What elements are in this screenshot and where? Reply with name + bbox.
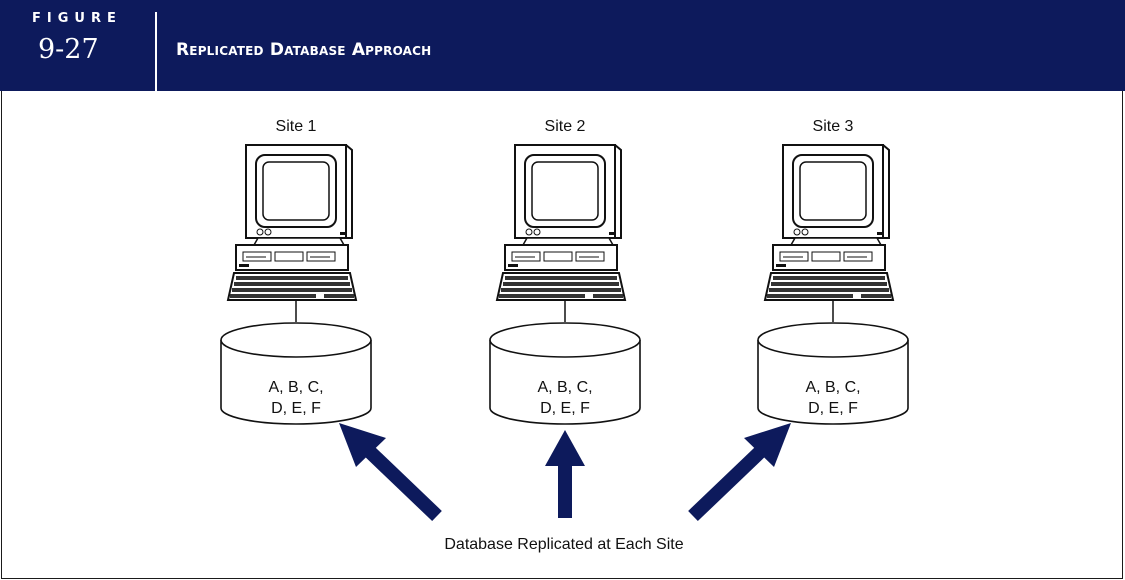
figure-number: 9-27 <box>38 34 99 65</box>
db-text-2-line1: A, B, C, <box>537 379 592 396</box>
site-label-2: Site 2 <box>545 118 586 135</box>
database-cylinder-3 <box>757 322 909 425</box>
arrow-to-site-2 <box>545 430 585 518</box>
database-cylinder-2 <box>489 322 641 425</box>
header-divider <box>155 12 157 91</box>
arrow-to-site-3 <box>688 423 791 522</box>
diagram-caption: Database Replicated at Each Site <box>444 536 683 553</box>
figure-body <box>1 91 1123 579</box>
database-cylinder-1 <box>220 322 372 425</box>
site-label-3: Site 3 <box>813 118 854 135</box>
db-text-1-line2: D, E, F <box>271 400 321 417</box>
figure-title: Replicated Database Approach <box>176 40 432 60</box>
site-label-1: Site 1 <box>276 118 317 135</box>
arrow-to-site-1 <box>339 423 442 522</box>
computer-icon-1 <box>227 144 357 301</box>
db-text-3-line1: A, B, C, <box>805 379 860 396</box>
computer-icon-3 <box>764 144 894 301</box>
db-text-2-line2: D, E, F <box>540 400 590 417</box>
computer-icon-2 <box>496 144 626 301</box>
db-text-3-line2: D, E, F <box>808 400 858 417</box>
figure-header: FIGURE 9-27 Replicated Database Approach <box>0 0 1125 91</box>
db-text-1-line1: A, B, C, <box>268 379 323 396</box>
figure-label: FIGURE <box>32 11 122 26</box>
